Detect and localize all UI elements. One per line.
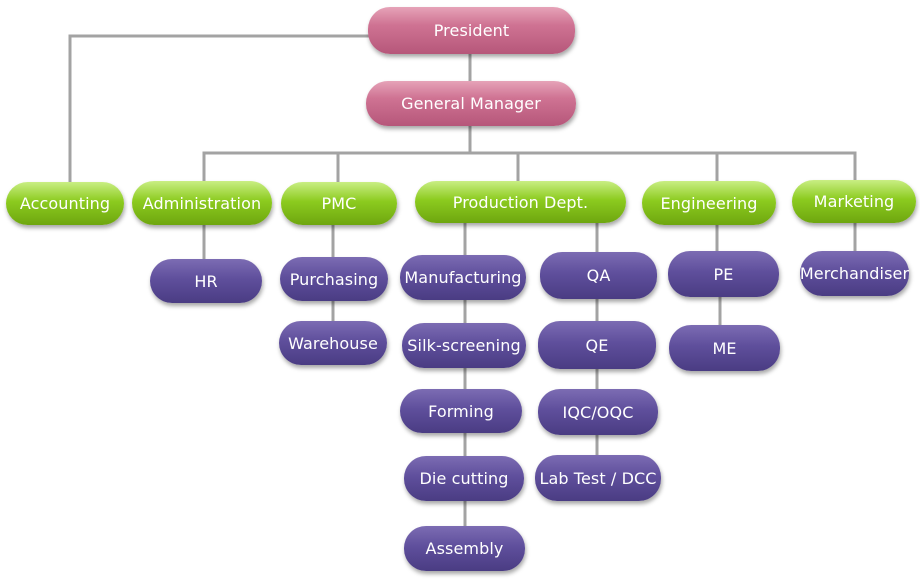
production-dept-node: Production Dept. [415, 181, 626, 223]
president-node: President [368, 7, 575, 54]
general-manager-node: General Manager [366, 81, 576, 126]
merchandiser-node: Merchandiser [800, 251, 909, 296]
pe-node: PE [668, 251, 779, 297]
qa-node: QA [540, 252, 657, 299]
lab-test-dcc-node: Lab Test / DCC [535, 455, 661, 501]
purchasing-node: Purchasing [280, 257, 388, 301]
administration-node: Administration [132, 181, 272, 225]
engineering-node: Engineering [642, 181, 776, 225]
manufacturing-node: Manufacturing [400, 255, 526, 300]
silk-screening-node: Silk-screening [402, 323, 526, 368]
warehouse-node: Warehouse [279, 321, 387, 365]
hr-node: HR [150, 259, 262, 303]
iqc-oqc-node: IQC/OQC [538, 389, 658, 435]
die-cutting-node: Die cutting [404, 456, 524, 501]
forming-node: Forming [400, 389, 522, 433]
me-node: ME [669, 325, 780, 371]
qe-node: QE [538, 321, 656, 369]
assembly-node: Assembly [404, 526, 525, 571]
marketing-node: Marketing [792, 180, 916, 223]
pmc-node: PMC [281, 182, 397, 225]
accounting-node: Accounting [6, 182, 124, 225]
